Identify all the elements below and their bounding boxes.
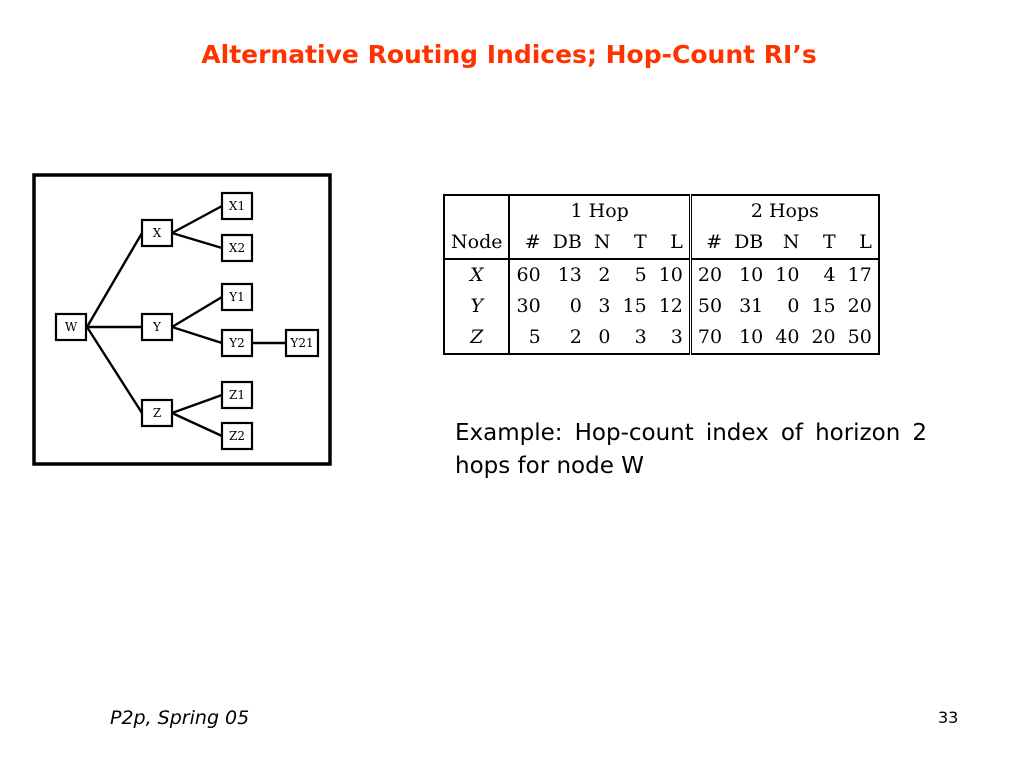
example-caption: Example: Hop-count index of horizon 2 ho…	[455, 420, 927, 479]
edge-x-x1	[171, 204, 223, 235]
column-header-2hops-l: L	[841, 227, 879, 260]
cell-x-2hops-t: 4	[823, 264, 836, 286]
column-header-2hops-count: #	[688, 227, 729, 260]
column-header-1hop-t: T	[616, 227, 653, 260]
node-box-z2	[220, 421, 254, 451]
cell-z-1hop-n: 0	[598, 326, 611, 348]
node-label-x2: X2	[229, 241, 245, 255]
cell-y-2hops-count: 50	[688, 291, 729, 322]
table-group-header-row: 1 Hop 2 Hops	[444, 195, 879, 227]
table-corner-cell	[444, 195, 509, 227]
slide-title: Alternative Routing Indices; Hop-Count R…	[201, 40, 817, 69]
node-box-x2	[220, 233, 254, 263]
cell-x-2hops-db: 10	[739, 264, 764, 286]
node-label-z: Z	[153, 406, 161, 420]
cell-y-1hop-l: 12	[658, 295, 683, 317]
table-row-y: Y 30 0 3 15 12 50 31 0 15 20	[444, 291, 879, 322]
hop-count-table: 1 Hop 2 Hops Node # DB N T L # DB N T L …	[443, 194, 880, 355]
table-row-z: Z 5 2 0 3 3 70 10 40 20 50	[444, 322, 879, 354]
node-label-z2: Z2	[229, 429, 245, 443]
node-box-y1	[220, 282, 254, 312]
node-box-x1	[220, 191, 254, 221]
cell-z-1hop-l: 3	[670, 326, 683, 348]
edge-y-y1	[171, 295, 223, 329]
node-box-z	[140, 398, 174, 428]
edge-z-z2	[171, 411, 223, 438]
cell-z-2hops-l: 50	[847, 326, 872, 348]
edge-w-z	[85, 326, 144, 414]
cell-z-2hops-count: 70	[688, 322, 729, 354]
edge-w-x	[85, 232, 144, 328]
group-header-2hops: 2 Hops	[688, 195, 879, 227]
cell-y-2hops-n: 0	[787, 295, 800, 317]
cell-y-1hop-count: 30	[508, 291, 547, 322]
cell-z-2hops-n: 40	[775, 326, 800, 348]
cell-y-2hops-db: 31	[739, 295, 764, 317]
column-header-1hop-db: DB	[546, 227, 588, 260]
node-box-y2	[220, 328, 254, 358]
node-label-y21: Y21	[289, 336, 313, 350]
cell-x-1hop-db: 13	[557, 264, 582, 286]
column-header-2hops-n: N	[769, 227, 806, 260]
edge-z-z1	[171, 393, 223, 415]
node-box-y	[140, 312, 174, 342]
column-header-2hops-t: T	[805, 227, 842, 260]
cell-z-2hops-db: 10	[739, 326, 764, 348]
table-row-x: X 60 13 2 5 10 20 10 10 4 17	[444, 259, 879, 291]
column-header-node: Node	[444, 227, 510, 260]
node-label-w: W	[65, 320, 78, 334]
cell-y-2hops-t: 15	[811, 295, 836, 317]
node-label-x1: X1	[229, 199, 245, 213]
cell-x-1hop-t: 5	[634, 264, 647, 286]
table-column-header-row: Node # DB N T L # DB N T L	[444, 227, 879, 260]
column-header-1hop-count: #	[508, 227, 547, 260]
tree-diagram: W X Y Z X1 X2 Y1 Y2 Y21 Z1 Z2	[32, 173, 332, 466]
cell-x-2hops-count: 20	[688, 259, 729, 291]
row-node-x: X	[469, 264, 484, 286]
cell-z-1hop-db: 2	[569, 326, 582, 348]
node-label-y1: Y1	[228, 290, 245, 304]
node-label-y: Y	[152, 320, 162, 334]
cell-x-1hop-count: 60	[508, 259, 547, 291]
cell-x-2hops-l: 17	[847, 264, 872, 286]
cell-x-1hop-n: 2	[598, 264, 611, 286]
cell-x-1hop-l: 10	[658, 264, 683, 286]
cell-z-1hop-count: 5	[508, 322, 547, 354]
cell-x-2hops-n: 10	[775, 264, 800, 286]
cell-y-2hops-l: 20	[847, 295, 872, 317]
cell-z-2hops-t: 20	[811, 326, 836, 348]
node-label-y2: Y2	[228, 336, 245, 350]
cell-y-1hop-db: 0	[569, 295, 582, 317]
footer-course-label: P2p, Spring 05	[110, 707, 250, 729]
column-header-1hop-n: N	[587, 227, 617, 260]
edge-x-x2	[171, 231, 223, 250]
node-box-y21	[284, 328, 320, 358]
row-node-z: Z	[470, 326, 484, 348]
node-box-z1	[220, 380, 254, 410]
node-box-w	[54, 312, 88, 342]
column-header-2hops-db: DB	[728, 227, 770, 260]
node-label-z1: Z1	[229, 388, 245, 402]
cell-z-1hop-t: 3	[634, 326, 647, 348]
row-node-y: Y	[470, 295, 484, 317]
cell-y-1hop-n: 3	[598, 295, 611, 317]
cell-y-1hop-t: 15	[622, 295, 647, 317]
page-number: 33	[938, 708, 959, 727]
group-header-1hop: 1 Hop	[508, 195, 691, 227]
edge-y-y2	[171, 325, 223, 345]
node-box-x	[140, 218, 174, 248]
node-label-x: X	[153, 226, 162, 240]
column-header-1hop-l: L	[652, 227, 691, 260]
